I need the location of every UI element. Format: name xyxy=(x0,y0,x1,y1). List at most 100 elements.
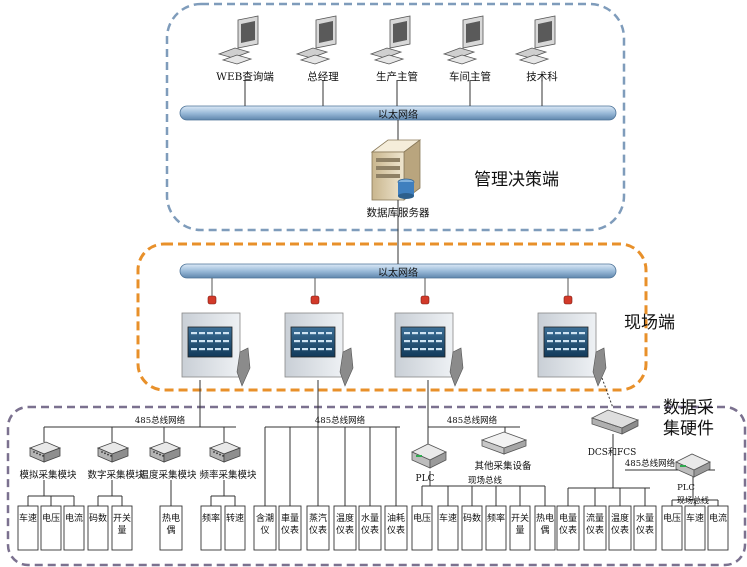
module-label-3: 温度采集模块 xyxy=(139,469,197,481)
svg-text:转速: 转速 xyxy=(226,512,244,524)
signal-box-group4a-1: 电量仪表 xyxy=(556,505,580,551)
signal-box-group3-1: 电压 xyxy=(411,505,433,551)
alarm-lamp-icon xyxy=(207,295,217,305)
svg-text:码数: 码数 xyxy=(463,512,481,524)
svg-text:开关量: 开关量 xyxy=(113,512,131,536)
acquisition-zone-label-line2: 集硬件 xyxy=(663,419,714,440)
svg-text:电压: 电压 xyxy=(413,512,431,524)
acquisition-zone-label-line1: 数据采 xyxy=(663,398,714,418)
signal-box-group4a-2: 流量仪表 xyxy=(583,505,607,551)
bus-label-2: 485总线网络 xyxy=(315,415,366,426)
signal-box-group3-2: 车速 xyxy=(437,505,459,551)
svg-text:温度仪表: 温度仪表 xyxy=(336,512,354,536)
field-bus-label-2: 现场总线 xyxy=(677,495,709,505)
field-terminal-cabinet-1 xyxy=(181,278,251,387)
other-acquisition-device xyxy=(480,431,528,455)
svg-text:水量仪表: 水量仪表 xyxy=(636,512,654,536)
management-zone-border xyxy=(165,2,626,232)
svg-text:电压: 电压 xyxy=(663,512,681,524)
svg-text:开关量: 开关量 xyxy=(511,512,529,536)
signal-box-group4b-2: 车速 xyxy=(684,505,706,551)
signal-box-group3-3: 码数 xyxy=(461,505,483,551)
svg-text:车速: 车速 xyxy=(19,512,37,524)
signal-group: 车速电压电流码数开关量热电偶频率转速含潮仪車量仪表蒸汽仪表温度仪表水量仪表油耗仪… xyxy=(17,505,729,551)
ethernet-label-middle: 以太网络 xyxy=(378,266,418,279)
acquisition-zone-border xyxy=(6,405,747,567)
bus-label-1: 485总线网络 xyxy=(135,415,186,426)
scanner-gun-icon xyxy=(236,347,251,387)
signal-box-digital-2: 开关量 xyxy=(111,505,133,551)
svg-text:含潮仪: 含潮仪 xyxy=(256,512,274,536)
group3-wiring xyxy=(421,380,546,506)
database-server-label: 数据库服务器 xyxy=(367,206,430,219)
workstation-4: 车间主管 xyxy=(442,15,491,106)
bus-label-3: 485总线网络 xyxy=(447,415,498,426)
dcs-fcs-switch xyxy=(590,409,640,435)
management-zone-label: 管理决策端 xyxy=(474,170,559,190)
workstation-2: 总经理 xyxy=(295,15,339,106)
ethernet-label-top: 以太网络 xyxy=(378,108,418,121)
svg-text:流量仪表: 流量仪表 xyxy=(586,512,604,536)
svg-text:温度仪表: 温度仪表 xyxy=(611,512,629,536)
signal-box-group3-5: 开关量 xyxy=(509,505,531,551)
signal-box-group2-5: 水量仪表 xyxy=(358,505,382,551)
acquisition-module-2: 数字采集模块 xyxy=(87,441,145,481)
group2-wiring xyxy=(264,380,400,506)
plc-device-1 xyxy=(411,443,447,469)
workstation-label-2: 总经理 xyxy=(307,70,339,83)
database-server xyxy=(370,120,422,264)
alarm-lamp-icon xyxy=(310,295,320,305)
signal-box-group4a-3: 温度仪表 xyxy=(608,505,632,551)
bus-label-4: 485总线网络 xyxy=(625,458,676,469)
acquisition-module-1: 模拟采集模块 xyxy=(19,441,77,481)
signal-box-group4a-4: 水量仪表 xyxy=(633,505,657,551)
svg-text:热电偶: 热电偶 xyxy=(162,512,180,536)
signal-box-group4b-3: 电流 xyxy=(707,505,729,551)
alarm-lamp-icon xyxy=(563,295,573,305)
acquisition-module-3: 温度采集模块 xyxy=(139,441,197,481)
workstation-label-3: 生产主管 xyxy=(376,70,418,83)
workstation-1: WEB查询端 xyxy=(216,15,274,106)
svg-text:电压: 电压 xyxy=(42,512,60,524)
field-terminal-cabinet-4 xyxy=(537,278,607,387)
signal-box-frequency-1: 频率 xyxy=(200,505,222,551)
module-group: 模拟采集模块数字采集模块温度采集模块频率采集模块 xyxy=(19,441,257,481)
signal-box-group2-6: 油耗仪表 xyxy=(384,505,408,551)
workstation-3: 生产主管 xyxy=(369,15,418,106)
signal-box-group3-6: 热电偶 xyxy=(534,505,556,551)
acquisition-zone-label: 数据采 集硬件 xyxy=(663,398,714,441)
workstation-group: WEB查询端总经理 生产主管 车间主管 技术科 xyxy=(216,15,558,106)
signal-box-frequency-2: 转速 xyxy=(224,505,246,551)
svg-text:水量仪表: 水量仪表 xyxy=(361,512,379,536)
field-cabinet-group xyxy=(181,278,607,387)
field-bus-label-1: 现场总线 xyxy=(468,475,503,486)
workstation-label-5: 技术科 xyxy=(526,70,558,83)
signal-box-group2-1: 含潮仪 xyxy=(253,505,277,551)
plc-device-2 xyxy=(675,453,711,478)
field-zone-border xyxy=(136,242,648,392)
svg-text:车速: 车速 xyxy=(439,512,457,524)
module-label-1: 模拟采集模块 xyxy=(19,469,77,481)
svg-text:热电偶: 热电偶 xyxy=(536,512,554,536)
scanner-gun-icon xyxy=(339,347,354,387)
workstation-label-4: 车间主管 xyxy=(449,70,491,83)
other-acquisition-device-label: 其他采集设备 xyxy=(474,460,532,472)
svg-text:车速: 车速 xyxy=(686,512,704,524)
signal-box-analog-2: 电压 xyxy=(40,505,62,551)
svg-text:車量仪表: 車量仪表 xyxy=(281,512,299,536)
scanner-gun-icon xyxy=(449,347,464,387)
signal-box-group2-4: 温度仪表 xyxy=(333,505,357,551)
svg-text:蒸汽仪表: 蒸汽仪表 xyxy=(309,512,327,536)
field-zone-label: 现场端 xyxy=(624,313,675,333)
signal-box-group2-2: 車量仪表 xyxy=(278,505,302,551)
group1-wiring xyxy=(27,380,236,506)
signal-box-analog-3: 电流 xyxy=(63,505,85,551)
alarm-lamp-icon xyxy=(420,295,430,305)
plc-label-2: PLC xyxy=(677,483,695,493)
field-terminal-cabinet-3 xyxy=(394,278,464,387)
signal-box-group4b-1: 电压 xyxy=(661,505,683,551)
acquisition-module-4: 频率采集模块 xyxy=(199,441,257,481)
svg-text:电流: 电流 xyxy=(709,512,727,524)
signal-box-temperature-1: 热电偶 xyxy=(159,505,183,551)
dcs-fcs-label: DCS和FCS xyxy=(588,447,637,458)
